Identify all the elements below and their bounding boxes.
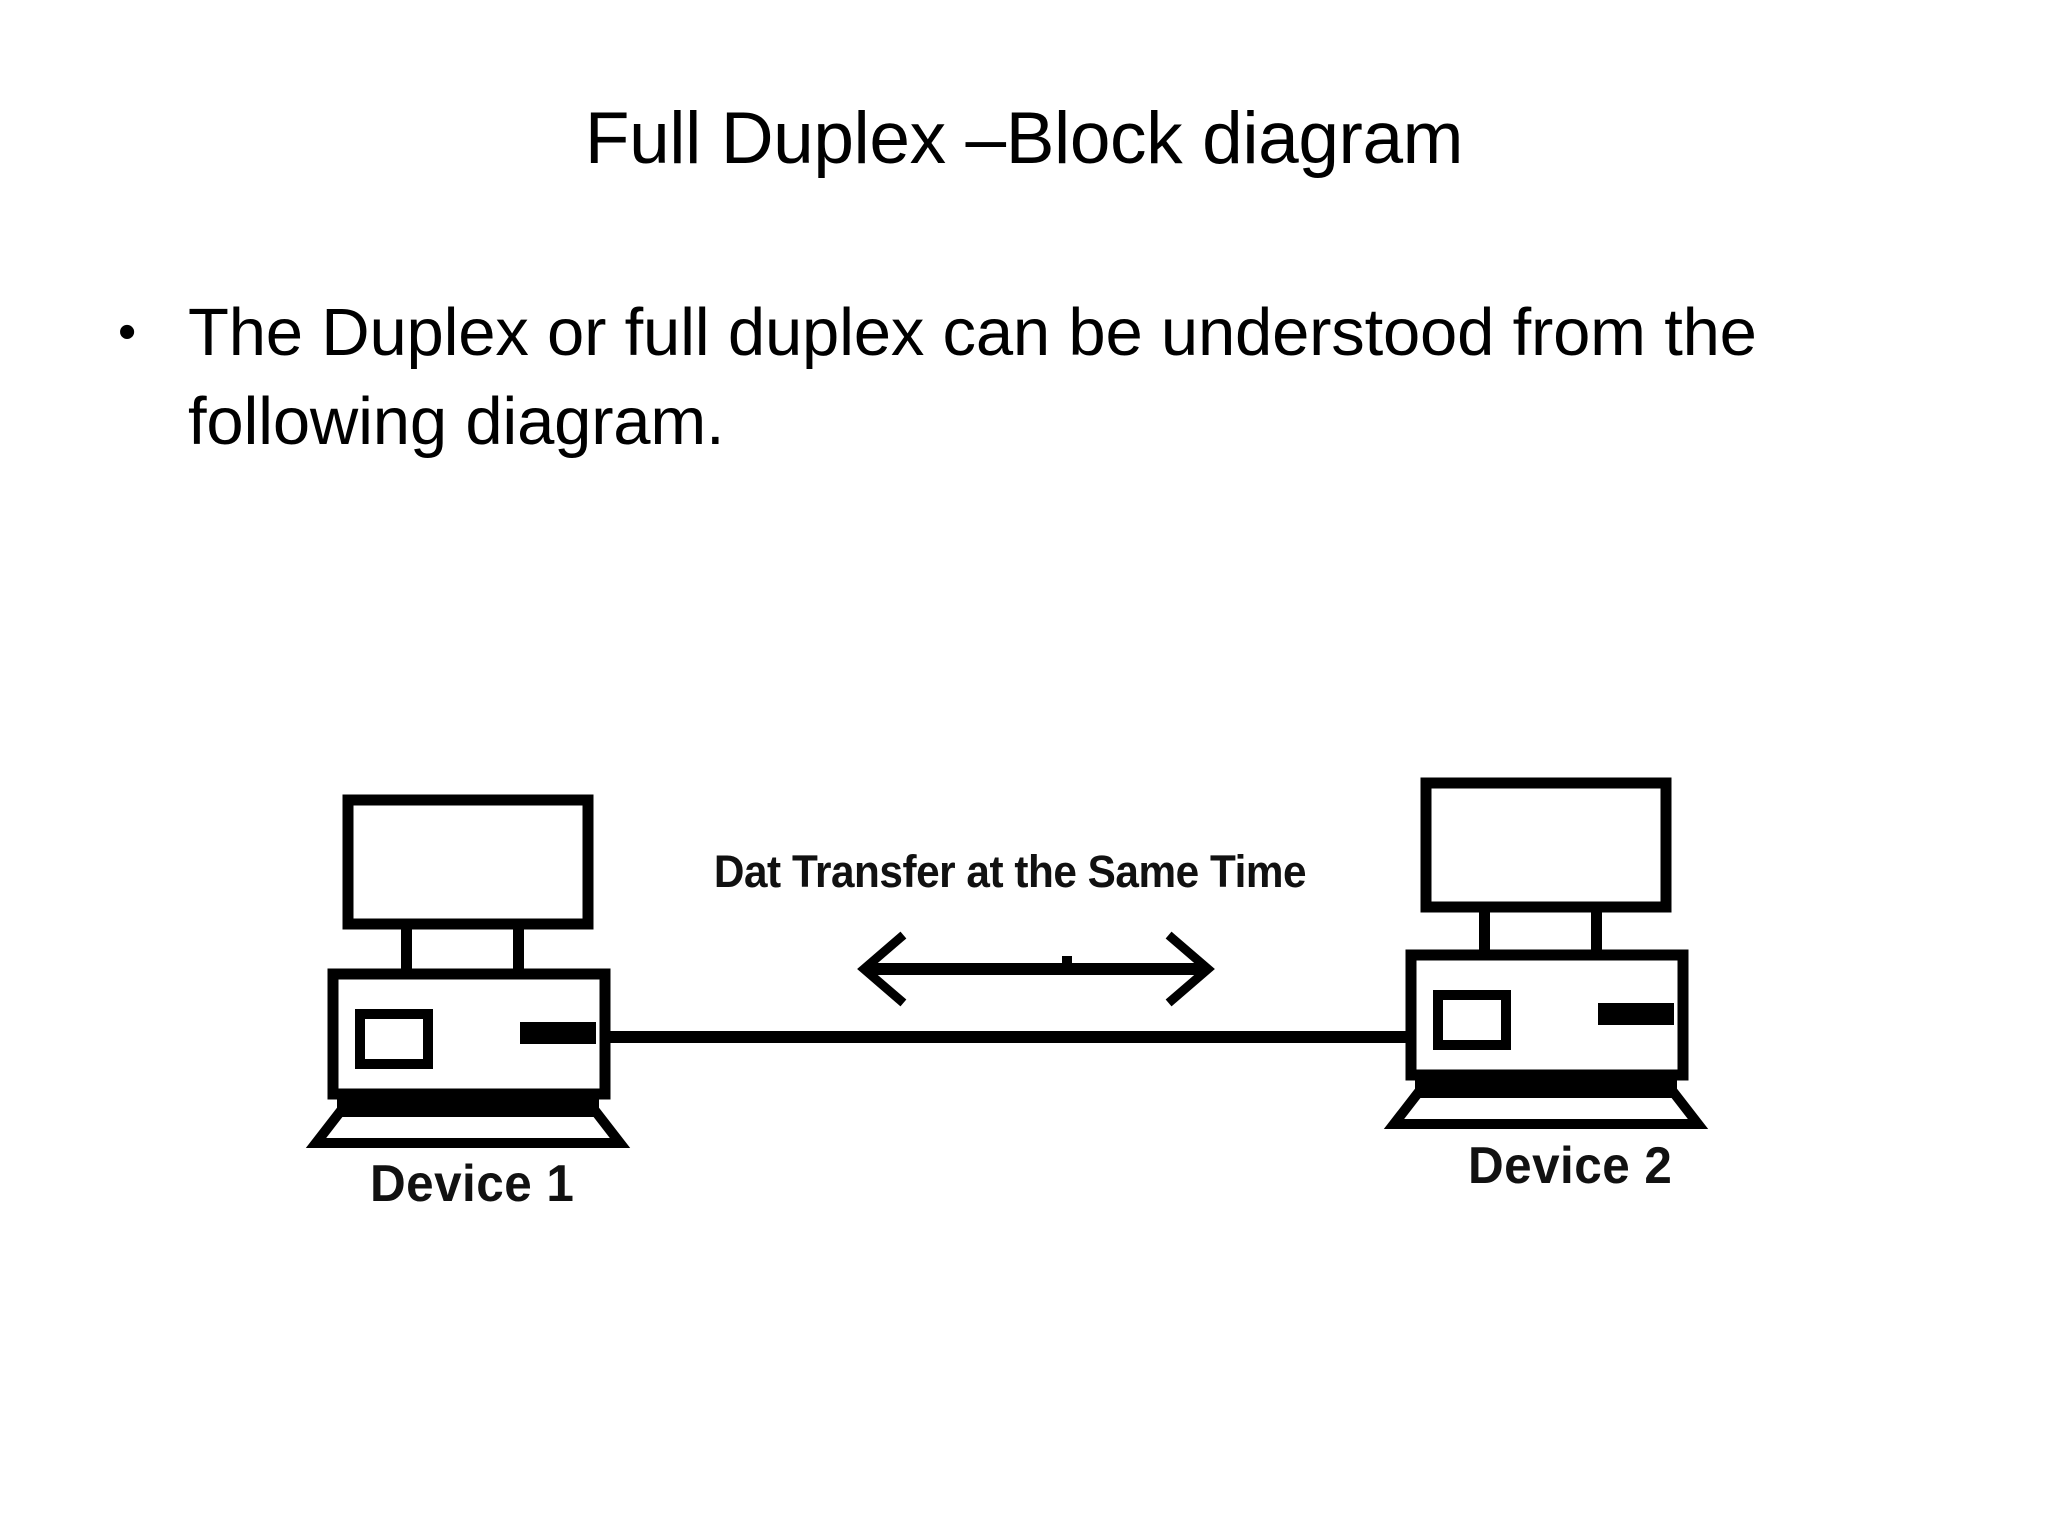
desktop-computer-icon-device-2 bbox=[1383, 777, 1709, 1129]
list-item: • The Duplex or full duplex can be under… bbox=[118, 288, 1918, 466]
device-2-label: Device 2 bbox=[1468, 1137, 1673, 1195]
page-title: Full Duplex –Block diagram bbox=[584, 98, 1464, 179]
connection-line-icon bbox=[600, 1031, 1420, 1043]
diagram-caption: Dat Transfer at the Same Time bbox=[713, 846, 1307, 897]
desktop-computer-icon-device-1 bbox=[305, 794, 631, 1148]
device-1-label: Device 1 bbox=[370, 1155, 575, 1213]
bullet-text: The Duplex or full duplex can be underst… bbox=[188, 295, 1757, 460]
double-headed-arrow-icon bbox=[857, 931, 1215, 1007]
bullet-marker-icon: • bbox=[118, 303, 137, 361]
body-content: • The Duplex or full duplex can be under… bbox=[118, 288, 1918, 466]
